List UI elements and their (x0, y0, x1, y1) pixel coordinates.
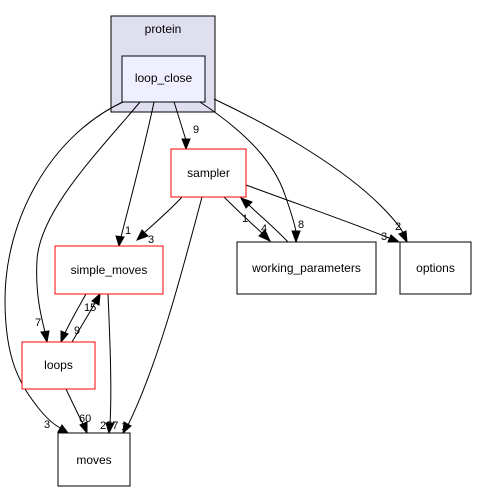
edge-loop_close-loops[interactable]: 7 (35, 101, 141, 344)
node-options[interactable]: options (399, 241, 472, 295)
edge-label: 9 (193, 124, 199, 136)
node-loops[interactable]: loops (21, 341, 96, 390)
edge-label: 3 (381, 231, 387, 243)
edges: 9 1 8 2 7 3 (4, 98, 408, 435)
node-label: sampler (187, 166, 230, 180)
node-label: loops (44, 358, 73, 372)
node-simple_moves[interactable]: simple_moves (54, 245, 164, 295)
edge-label: 4 (261, 223, 267, 235)
edge-label: 3 (148, 234, 154, 246)
edge-label: 1 (121, 421, 127, 433)
edge-loops-moves[interactable]: 60 (65, 388, 91, 435)
edge-loop_close-sampler[interactable]: 9 (173, 101, 199, 151)
node-moves[interactable]: moves (57, 432, 131, 487)
edge-simple_moves-loops[interactable]: 9 (60, 293, 87, 344)
edge-sampler-moves[interactable]: 1 (121, 196, 203, 435)
node-label: moves (76, 453, 111, 467)
edge-label: 1 (242, 213, 248, 225)
cluster-protein-label: protein (145, 22, 182, 36)
node-sampler[interactable]: sampler (170, 148, 247, 198)
edge-loop_close-options[interactable]: 2 (213, 98, 408, 244)
node-label: loop_close (135, 71, 193, 85)
node-loop_close[interactable]: loop_close (121, 55, 206, 103)
edge-label: 60 (79, 413, 91, 425)
edge-simple_moves-moves[interactable]: 257 (100, 293, 118, 435)
edge-label: 257 (100, 420, 118, 432)
node-label: simple_moves (71, 263, 148, 277)
edge-label: 7 (35, 317, 41, 329)
edge-label: 15 (84, 302, 96, 314)
edge-label: 8 (298, 219, 304, 231)
edge-label: 1 (125, 225, 131, 237)
edge-loops-simple_moves[interactable]: 15 (71, 292, 101, 343)
edge-sampler-working_parameters[interactable]: 4 (223, 196, 272, 243)
edge-label: 3 (44, 419, 50, 431)
edge-loop_close-simple_moves[interactable]: 1 (115, 101, 155, 248)
edge-working_parameters-sampler[interactable]: 1 (239, 197, 289, 243)
edge-loop_close-working_parameters[interactable]: 8 (199, 101, 304, 244)
node-label: working_parameters (251, 261, 361, 275)
node-working_parameters[interactable]: working_parameters (236, 241, 377, 295)
edge-sampler-simple_moves[interactable]: 3 (135, 196, 183, 246)
nodes: loop_close sampler simple_moves working_… (21, 55, 472, 487)
edge-sampler-options[interactable]: 3 (245, 184, 401, 243)
node-label: options (416, 261, 455, 275)
edge-label: 9 (74, 325, 80, 337)
edge-label: 2 (395, 221, 401, 233)
